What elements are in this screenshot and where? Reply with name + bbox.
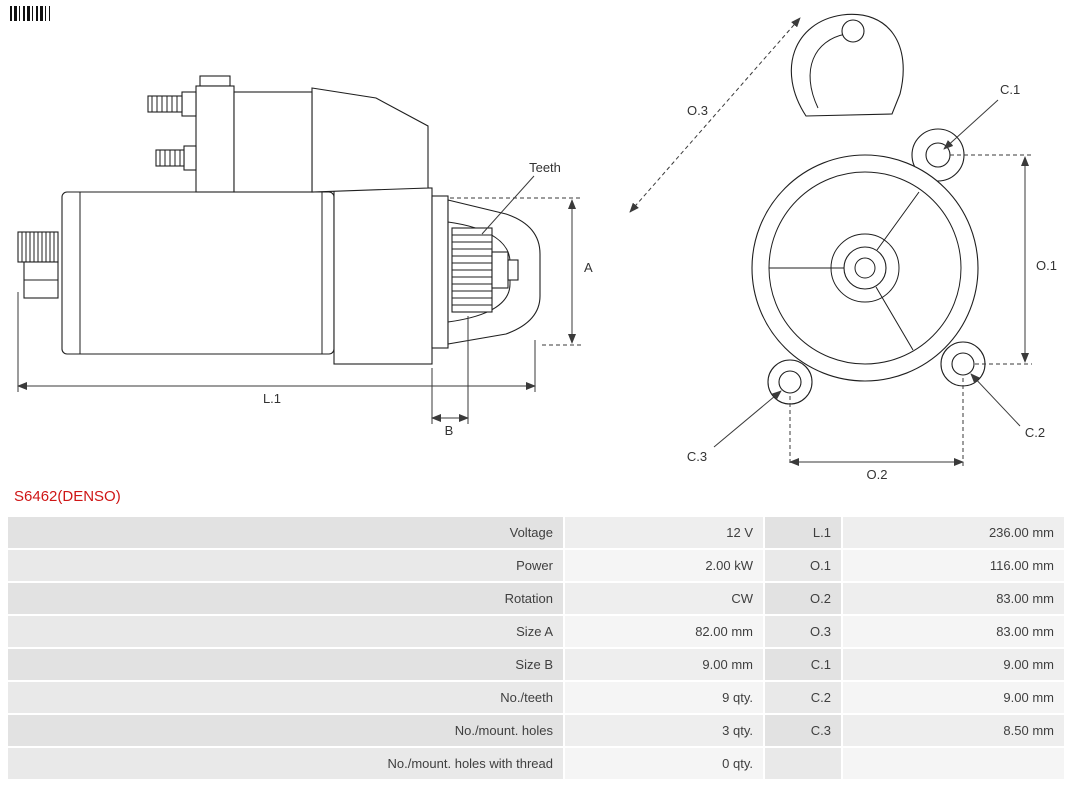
teeth-label: Teeth	[529, 160, 561, 175]
spec-value: 9 qty.	[565, 682, 763, 713]
callout-c3: C.3	[687, 390, 782, 464]
callout-c1: C.1	[943, 82, 1020, 150]
dimension-o2-label: O.2	[867, 467, 888, 482]
spec-value: 12 V	[565, 517, 763, 548]
left-terminal-stud	[17, 231, 59, 299]
spec-label: No./teeth	[8, 682, 563, 713]
dimension-l1: L.1	[17, 292, 536, 406]
top-horn	[790, 13, 904, 117]
starter-front-view: O.3 C.1 O.1 C.3 C.2 O.2	[629, 13, 1057, 482]
callout-c2-label: C.2	[1025, 425, 1045, 440]
dimension-o3: O.3	[629, 17, 801, 213]
starter-side-view: Teeth A L.1 B	[17, 75, 593, 438]
dim-value	[843, 748, 1064, 779]
spec-value: 9.00 mm	[565, 649, 763, 680]
dim-label: O.2	[765, 583, 841, 614]
solenoid-bracket	[311, 87, 429, 193]
dim-label: L.1	[765, 517, 841, 548]
dimension-a-label: A	[584, 260, 593, 275]
dim-value: 8.50 mm	[843, 715, 1064, 746]
spec-label: Power	[8, 550, 563, 581]
dim-label: C.1	[765, 649, 841, 680]
dim-label: C.2	[765, 682, 841, 713]
spec-value: 3 qty.	[565, 715, 763, 746]
callout-c2: C.2	[970, 373, 1045, 440]
spec-table: Voltage 12 V L.1 236.00 mm Power 2.00 kW…	[8, 517, 1064, 779]
spec-label: Rotation	[8, 583, 563, 614]
drive-housing	[333, 187, 433, 365]
hole-c2	[951, 352, 975, 376]
dim-value: 236.00 mm	[843, 517, 1064, 548]
dimension-b: B	[431, 316, 469, 438]
dim-label: O.1	[765, 550, 841, 581]
solenoid	[195, 75, 313, 193]
dim-value: 83.00 mm	[843, 616, 1064, 647]
spec-value: 82.00 mm	[565, 616, 763, 647]
solenoid-terminals	[147, 91, 197, 171]
mounting-flange	[431, 195, 449, 349]
spec-value: CW	[565, 583, 763, 614]
dim-value: 116.00 mm	[843, 550, 1064, 581]
part-number: S6462(DENSO)	[14, 488, 121, 505]
dimension-o3-label: O.3	[687, 103, 708, 118]
barcode-mark	[10, 6, 50, 21]
dimension-a: A	[450, 197, 593, 346]
technical-drawing: Teeth A L.1 B	[17, 13, 1057, 482]
hole-c3	[778, 370, 802, 394]
callout-c3-label: C.3	[687, 449, 707, 464]
dim-label	[765, 748, 841, 779]
dimension-o1: O.1	[950, 154, 1057, 365]
spec-label: No./mount. holes with thread	[8, 748, 563, 779]
dimension-b-label: B	[445, 423, 454, 438]
dim-value: 9.00 mm	[843, 649, 1064, 680]
spec-label: Size B	[8, 649, 563, 680]
pinion-gear	[451, 227, 519, 313]
dim-value: 9.00 mm	[843, 682, 1064, 713]
spec-label: Size A	[8, 616, 563, 647]
spec-label: Voltage	[8, 517, 563, 548]
dim-label: O.3	[765, 616, 841, 647]
motor-body	[61, 191, 335, 355]
dim-value: 83.00 mm	[843, 583, 1064, 614]
dimension-o2: O.2	[789, 378, 964, 482]
callout-c1-label: C.1	[1000, 82, 1020, 97]
dimension-o1-label: O.1	[1036, 258, 1057, 273]
teeth-leader-line	[481, 175, 535, 235]
spec-value: 2.00 kW	[565, 550, 763, 581]
dimension-l1-label: L.1	[263, 391, 281, 406]
spec-value: 0 qty.	[565, 748, 763, 779]
dim-label: C.3	[765, 715, 841, 746]
spec-label: No./mount. holes	[8, 715, 563, 746]
motor-face	[751, 154, 979, 382]
